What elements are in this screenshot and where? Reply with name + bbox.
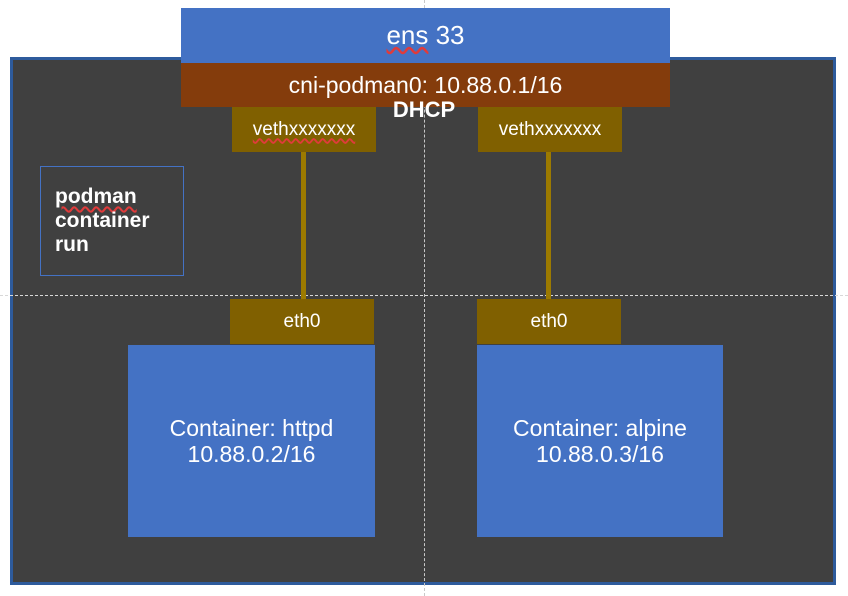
nic-ens33-label: ens 33 (386, 19, 465, 51)
container-httpd-ip: 10.88.0.2/16 (187, 441, 316, 467)
cable-left-veth-to-eth0 (301, 152, 306, 299)
cni-podman0-label: cni-podman0: 10.88.0.1/16 (288, 71, 563, 98)
container-httpd-box[interactable]: Container: httpd 10.88.0.2/16 (128, 345, 375, 537)
podman-run-line-2: container (55, 208, 150, 232)
podman-container-run-annotation: podman container run (40, 166, 184, 276)
cni-podman0-bridge-box[interactable]: cni-podman0: 10.88.0.1/16 (181, 63, 670, 107)
eth0-right-box[interactable]: eth0 (477, 299, 621, 344)
container-httpd-name: Container: httpd (169, 414, 334, 441)
nic-ens33-label-rest: 33 (428, 19, 465, 50)
cable-right-veth-to-eth0 (546, 152, 551, 299)
dhcp-label: DHCP (372, 96, 476, 124)
nic-ens33-box[interactable]: ens 33 (181, 8, 670, 63)
dhcp-text: DHCP (392, 97, 456, 123)
veth-right-label: vethxxxxxxx (498, 118, 602, 140)
podman-run-line-1: podman (55, 184, 137, 208)
veth-left-label: vethxxxxxxx (252, 118, 356, 140)
eth0-left-label: eth0 (283, 310, 321, 332)
eth0-left-box[interactable]: eth0 (230, 299, 374, 344)
eth0-right-label: eth0 (530, 310, 568, 332)
container-alpine-ip: 10.88.0.3/16 (536, 441, 664, 467)
nic-ens33-label-misspelled: ens (386, 19, 429, 50)
container-alpine-name: Container: alpine (513, 414, 687, 441)
container-alpine-box[interactable]: Container: alpine 10.88.0.3/16 (477, 345, 723, 537)
podman-run-line-3: run (55, 233, 89, 257)
veth-right-box[interactable]: vethxxxxxxx (478, 107, 622, 152)
veth-left-box[interactable]: vethxxxxxxx (232, 107, 376, 152)
